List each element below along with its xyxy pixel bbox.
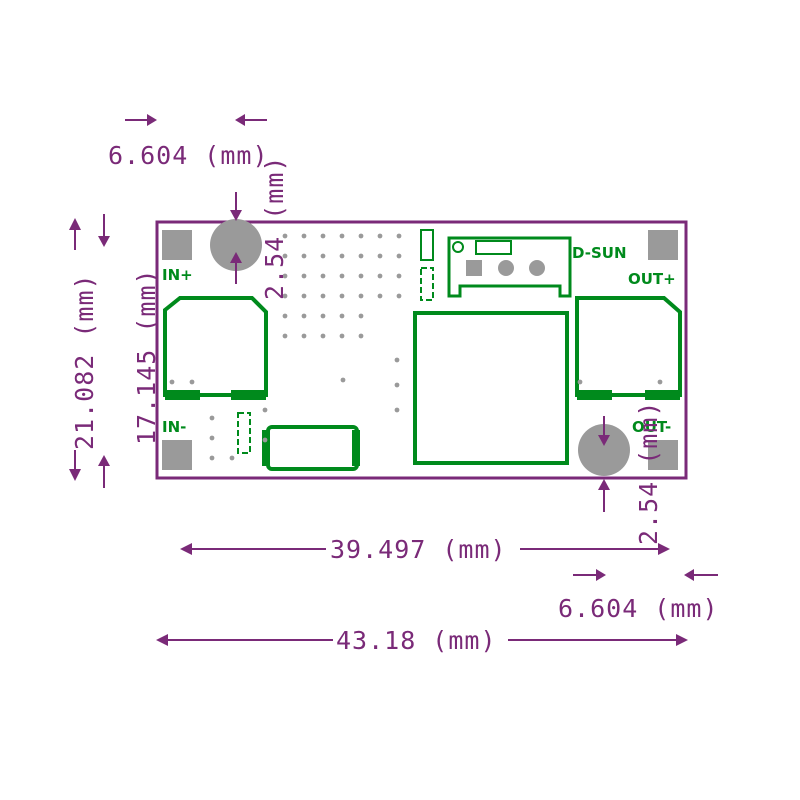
via-dot bbox=[301, 273, 307, 279]
via-dot bbox=[339, 233, 345, 239]
via-dot bbox=[394, 357, 400, 363]
dim-label-hole-spacing-width: 39.497 (mm) bbox=[330, 535, 507, 564]
via-dot bbox=[301, 233, 307, 239]
potentiometer-footprint bbox=[447, 236, 572, 298]
via-dot bbox=[339, 273, 345, 279]
via-dot bbox=[209, 415, 215, 421]
via-dot bbox=[282, 293, 288, 299]
ic-footprint bbox=[413, 311, 569, 465]
via-dot bbox=[282, 273, 288, 279]
via-dot bbox=[657, 379, 663, 385]
via-dot bbox=[396, 273, 402, 279]
dim-hole-offset-top bbox=[125, 114, 267, 126]
label-out-plus: OUT+ bbox=[628, 270, 676, 288]
pad-out-plus bbox=[648, 230, 678, 260]
via-dot bbox=[358, 273, 364, 279]
via-dot bbox=[301, 313, 307, 319]
via-dot bbox=[396, 233, 402, 239]
via-dot bbox=[377, 233, 383, 239]
via-dot bbox=[301, 333, 307, 339]
via-dot bbox=[229, 455, 235, 461]
via-dot bbox=[320, 293, 326, 299]
diode-footprint bbox=[262, 425, 360, 471]
left-capacitor-outline bbox=[163, 296, 268, 400]
resistor-footprint-1 bbox=[420, 229, 434, 261]
via-dot bbox=[339, 313, 345, 319]
dim-pad-spacing-height bbox=[98, 214, 110, 488]
dim-hole-radius-top-arrows bbox=[230, 192, 242, 284]
label-brand: D-SUN bbox=[572, 244, 627, 262]
dim-label-board-width: 43.18 (mm) bbox=[336, 626, 497, 655]
dim-board-height bbox=[69, 218, 81, 481]
dim-label-hole-offset-bottom: 6.604 (mm) bbox=[558, 594, 719, 623]
dim-hole-offset-bottom bbox=[573, 569, 718, 581]
via-dot bbox=[320, 313, 326, 319]
via-dot bbox=[358, 313, 364, 319]
via-dot bbox=[377, 253, 383, 259]
dim-label-hole-offset-top: 6.604 (mm) bbox=[108, 141, 269, 170]
via-dot bbox=[262, 407, 268, 413]
via-dot bbox=[340, 377, 346, 383]
via-dot bbox=[396, 253, 402, 259]
via-dot bbox=[209, 435, 215, 441]
via-dot bbox=[339, 253, 345, 259]
via-dot bbox=[209, 455, 215, 461]
via-dot bbox=[377, 293, 383, 299]
via-dot bbox=[358, 233, 364, 239]
mounting-hole-top-left bbox=[210, 219, 262, 271]
pad-out-minus bbox=[648, 440, 678, 470]
dim-hole-spacing-width bbox=[180, 543, 670, 555]
via-dot bbox=[282, 233, 288, 239]
dim-label-hole-radius-bottom: 2.54 (mm) bbox=[634, 401, 663, 545]
via-dots bbox=[169, 233, 663, 461]
dim-label-hole-radius-top: 2.54 (mm) bbox=[260, 156, 289, 300]
via-dot bbox=[358, 253, 364, 259]
via-dot bbox=[262, 437, 268, 443]
via-dot bbox=[301, 253, 307, 259]
via-dot bbox=[358, 333, 364, 339]
via-dot bbox=[320, 253, 326, 259]
right-capacitor-outline bbox=[575, 296, 682, 400]
resistor-footprint-2 bbox=[420, 267, 434, 301]
label-out-minus: OUT- bbox=[632, 418, 671, 436]
via-dot bbox=[320, 333, 326, 339]
via-dot bbox=[358, 293, 364, 299]
via-dot bbox=[339, 293, 345, 299]
dim-hole-radius-bottom-arrows bbox=[598, 416, 610, 512]
label-in-minus: IN- bbox=[162, 418, 186, 436]
via-dot bbox=[282, 313, 288, 319]
via-dot bbox=[339, 333, 345, 339]
via-dot bbox=[320, 233, 326, 239]
via-dot bbox=[282, 333, 288, 339]
via-dot bbox=[394, 407, 400, 413]
dim-board-width bbox=[156, 634, 688, 646]
via-dot bbox=[396, 293, 402, 299]
via-dot bbox=[577, 379, 583, 385]
label-in-plus: IN+ bbox=[162, 266, 193, 284]
mounting-hole-bottom-right bbox=[578, 424, 630, 476]
via-dot bbox=[189, 379, 195, 385]
via-dot bbox=[394, 382, 400, 388]
dim-label-pad-spacing-height: 17.145 (mm) bbox=[132, 268, 161, 445]
via-dot bbox=[320, 273, 326, 279]
via-dot bbox=[301, 293, 307, 299]
capacitor-footprint-small bbox=[237, 412, 251, 454]
via-dot bbox=[377, 273, 383, 279]
via-dot bbox=[282, 253, 288, 259]
via-dot bbox=[169, 379, 175, 385]
dim-label-board-height: 21.082 (mm) bbox=[70, 273, 99, 450]
pad-in-minus bbox=[162, 440, 192, 470]
pad-in-plus bbox=[162, 230, 192, 260]
